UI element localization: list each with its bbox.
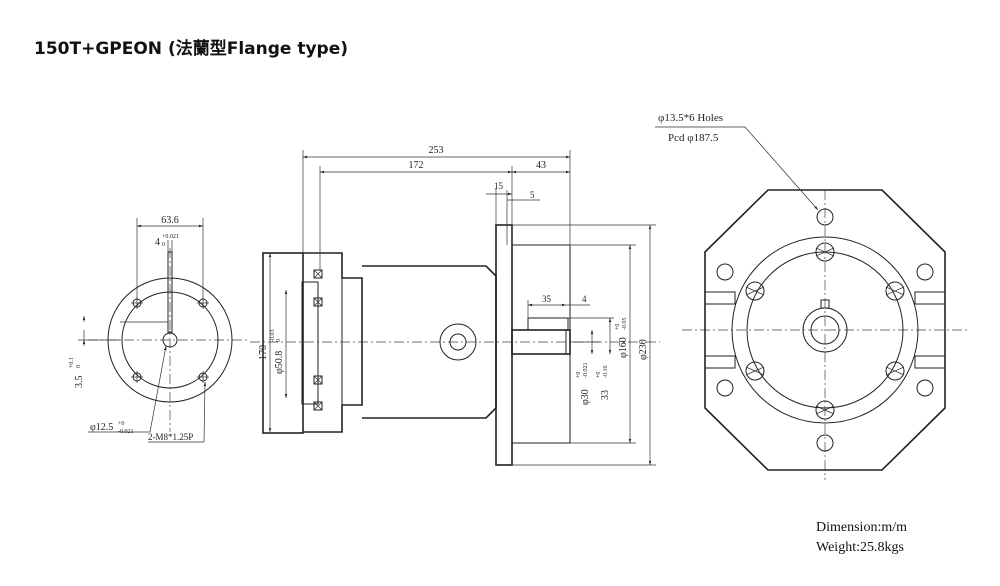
dim-key-tol-low: 0 <box>162 242 165 248</box>
dim-33: 33 <box>600 390 611 400</box>
dim-160-tol: +0 <box>615 324 621 330</box>
dim-3-5: 3.5 <box>74 376 85 389</box>
dim-bore: φ12.5 <box>90 422 113 433</box>
page-title: 150T+GPEON (法蘭型Flange type) <box>34 39 349 59</box>
dim-15: 15 <box>494 181 504 191</box>
side-view: 253 172 43 15 5 35 4 170 φ50.8 -0.03 0 φ… <box>250 145 660 466</box>
dim-key-4: 4 <box>155 237 160 248</box>
dim-3-5-tol: +0.1 <box>69 357 75 368</box>
dim-bore-tol-low: -0.021 <box>118 429 134 435</box>
mounting-holes <box>716 208 934 452</box>
dim-3-5-tol-low: 0 <box>76 365 82 368</box>
dim-43: 43 <box>536 160 546 171</box>
dim-63-6: 63.6 <box>161 215 179 226</box>
pcd-callout: Pcd φ187.5 <box>668 132 719 144</box>
dim-33-tol: +0 <box>596 372 602 378</box>
dim-230: φ230 <box>638 339 649 360</box>
left-end-view: 63.6 4 +0.021 0 3.5 +0.1 0 φ12.5 +0 -0.0… <box>69 215 250 443</box>
front-flange-view: φ13.5*6 Holes Pcd φ187.5 <box>655 112 968 480</box>
dim-30: φ30 <box>580 389 591 405</box>
dim-253: 253 <box>429 145 444 156</box>
dim-bore-tol: +0 <box>118 421 124 427</box>
dim-30-tol-low: -0.021 <box>583 363 589 379</box>
dim-170: 170 <box>258 345 269 360</box>
dim-160-tol-low: -0.05 <box>622 318 628 331</box>
dim-50-8-tol-low: 0 <box>276 339 282 342</box>
dim-160: φ160 <box>618 337 629 358</box>
holes-callout: φ13.5*6 Holes <box>658 112 723 124</box>
dim-30-tol: +0 <box>576 372 582 378</box>
weight-note: Weight:25.8kgs <box>816 540 904 555</box>
dim-35: 35 <box>542 294 552 304</box>
dim-key-tol: +0.021 <box>162 234 179 240</box>
dim-50-8-tol: -0.03 <box>270 330 276 343</box>
dim-33-tol-low: -0.16 <box>603 366 609 379</box>
dim-key-w: 4 <box>582 294 587 304</box>
dim-172: 172 <box>409 160 424 171</box>
dim-thread: 2-M8*1.25P <box>148 432 193 442</box>
dimension-note: Dimension:m/m <box>816 520 907 535</box>
dim-5: 5 <box>530 190 535 200</box>
dim-50-8: φ50.8 <box>274 351 285 374</box>
